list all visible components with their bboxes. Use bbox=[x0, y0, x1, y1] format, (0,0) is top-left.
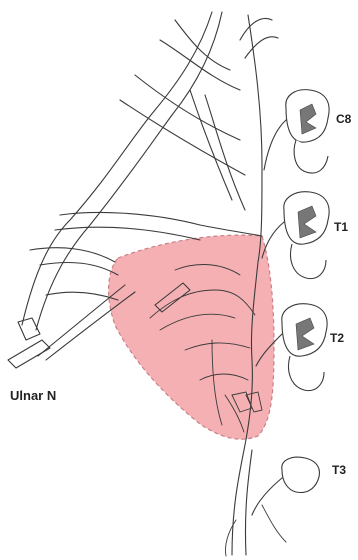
ulnar-nerve-label: Ulnar N bbox=[10, 388, 56, 403]
t1-label: T1 bbox=[334, 220, 348, 234]
t2-label: T2 bbox=[330, 331, 344, 345]
c8-label: C8 bbox=[336, 112, 352, 126]
t3-label: T3 bbox=[332, 463, 346, 477]
vertebra-t1 bbox=[262, 192, 329, 279]
vertebra-c8 bbox=[264, 90, 329, 173]
